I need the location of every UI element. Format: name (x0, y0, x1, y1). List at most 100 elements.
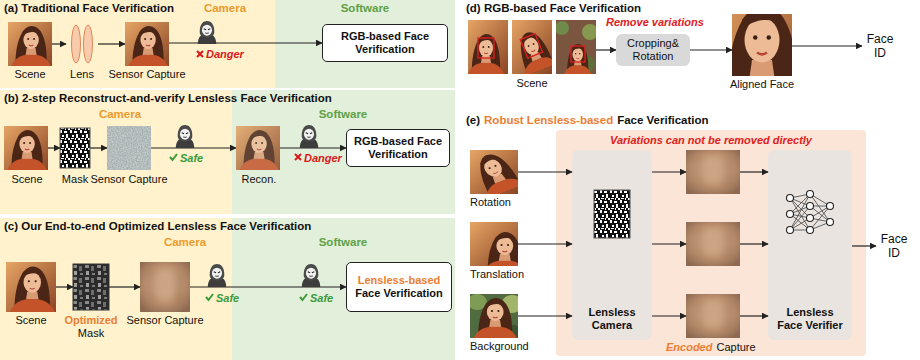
text: Face Verification (355, 287, 442, 300)
cross-mark (197, 51, 203, 57)
text: Camera (204, 2, 246, 15)
encoded-capture (686, 222, 740, 266)
variation-image: Background (466, 294, 536, 354)
camera-ground (0, 0, 275, 88)
image-frame (73, 264, 109, 310)
flow-arrow (90, 147, 107, 148)
image-frame (468, 20, 596, 74)
encoded-capture (686, 294, 740, 338)
check-mark (300, 294, 307, 300)
check-mark (206, 294, 213, 300)
text: RGB-based Face Verification (328, 30, 442, 56)
flow-arrow (518, 315, 572, 316)
text: Mask (54, 173, 96, 186)
camera-box: Lensless Camera (572, 150, 652, 340)
mask-image: Mask (54, 126, 96, 186)
software-ground (232, 218, 455, 360)
text: Optimized (62, 314, 120, 327)
flow-arrow (169, 42, 322, 43)
lens (72, 25, 81, 63)
hacker-icon (208, 264, 226, 287)
text: Sensor Capture (124, 314, 206, 327)
scene-image: Scene (466, 20, 598, 90)
caption: Scene (2, 173, 52, 186)
text: Aligned Face (724, 78, 800, 91)
text: Software (341, 2, 390, 15)
software-ground (275, 0, 455, 88)
background-photo (468, 294, 523, 339)
flow-arrow (518, 171, 572, 172)
camera-region: CameraSceneOptimizedMaskSensor Capture (0, 218, 232, 360)
image-frame (470, 222, 518, 266)
text: Cropping& Rotation (621, 37, 685, 63)
image-frame (66, 22, 98, 66)
scene-photo (4, 126, 48, 170)
region-title: Camera (204, 2, 246, 15)
text: Lensless Camera (577, 306, 647, 332)
panel-title: Robust Lensless-based (484, 114, 613, 127)
hacker-icon (198, 21, 216, 44)
caption: Scene (4, 314, 58, 327)
caption: Translation (466, 268, 536, 281)
image-frame (125, 22, 169, 66)
image-frame (470, 150, 518, 194)
caption: Mask (54, 173, 96, 186)
recon-photo (236, 126, 280, 170)
coded-mask (60, 128, 90, 168)
image-frame (470, 294, 518, 338)
software-ground (232, 90, 455, 214)
box-text: RGB-based Face Verification (323, 25, 447, 61)
panel-title: (b) 2-step Reconstruct-and-verify Lensle… (4, 92, 332, 105)
recon-image: Recon. (234, 126, 284, 186)
camera-ground (0, 90, 232, 214)
caption: Scene (4, 68, 56, 81)
caption: Rotation (466, 196, 536, 209)
caption: Sensor Capture (124, 314, 206, 327)
caption: Sensor Capture (89, 173, 169, 186)
text: RGB-based Face Verification (352, 135, 444, 161)
scene-photo (509, 20, 557, 77)
box-text: Lensless Camera (572, 150, 652, 340)
text: Lens (62, 68, 102, 81)
encoded-capture (140, 262, 190, 312)
box-text: Cropping& Rotation (616, 34, 690, 66)
scene-photo (6, 262, 56, 312)
image-frame (60, 128, 90, 168)
flow-arrow (98, 43, 125, 44)
box-text: RGB-based Face Verification (347, 130, 449, 166)
region-title: Variations can not be removed directly (610, 134, 812, 147)
variation-region: Variations can not be removed directlyLe… (556, 130, 866, 356)
aligned-face-image: Aligned Face (724, 14, 800, 94)
sensor-image: Sensor Capture (89, 126, 169, 186)
safe-tag: Safe (310, 292, 333, 305)
output-id: Face ID (876, 230, 912, 262)
flow-arrow (792, 45, 862, 46)
output-id: Face ID (862, 30, 898, 62)
box-text: Face ID (862, 30, 898, 62)
process-box: RGB-based Face Verification (322, 24, 448, 62)
safe-tag: Safe (180, 152, 203, 165)
flow-arrow (48, 147, 60, 148)
flow-arrow (56, 286, 73, 287)
check-mark (170, 154, 177, 160)
sensor-image: Sensor Capture (124, 262, 206, 328)
flow-arrow (596, 49, 616, 50)
text: Face ID (862, 32, 898, 60)
flow-arrow (852, 245, 876, 246)
variation-ground (556, 130, 866, 356)
text: Scene (2, 173, 52, 186)
hacker-icon (300, 125, 318, 148)
image-frame (6, 262, 56, 312)
danger-tag: Danger (206, 48, 244, 61)
panel-title: (c) Our End-to-end Optimized Lensless Fa… (4, 220, 311, 233)
scene-photo (8, 22, 52, 66)
image-frame (140, 262, 190, 312)
note: Remove variations (606, 16, 704, 29)
caption: Encoded (666, 341, 712, 354)
text: Rotation (470, 196, 536, 209)
software-region: SoftwareRGB-based Face Verification (275, 0, 455, 88)
caption: Capture (716, 341, 755, 354)
caption: Scene (466, 77, 598, 90)
flow-arrow (52, 43, 66, 44)
verifier-box: Lensless Face Verifier (768, 150, 852, 340)
